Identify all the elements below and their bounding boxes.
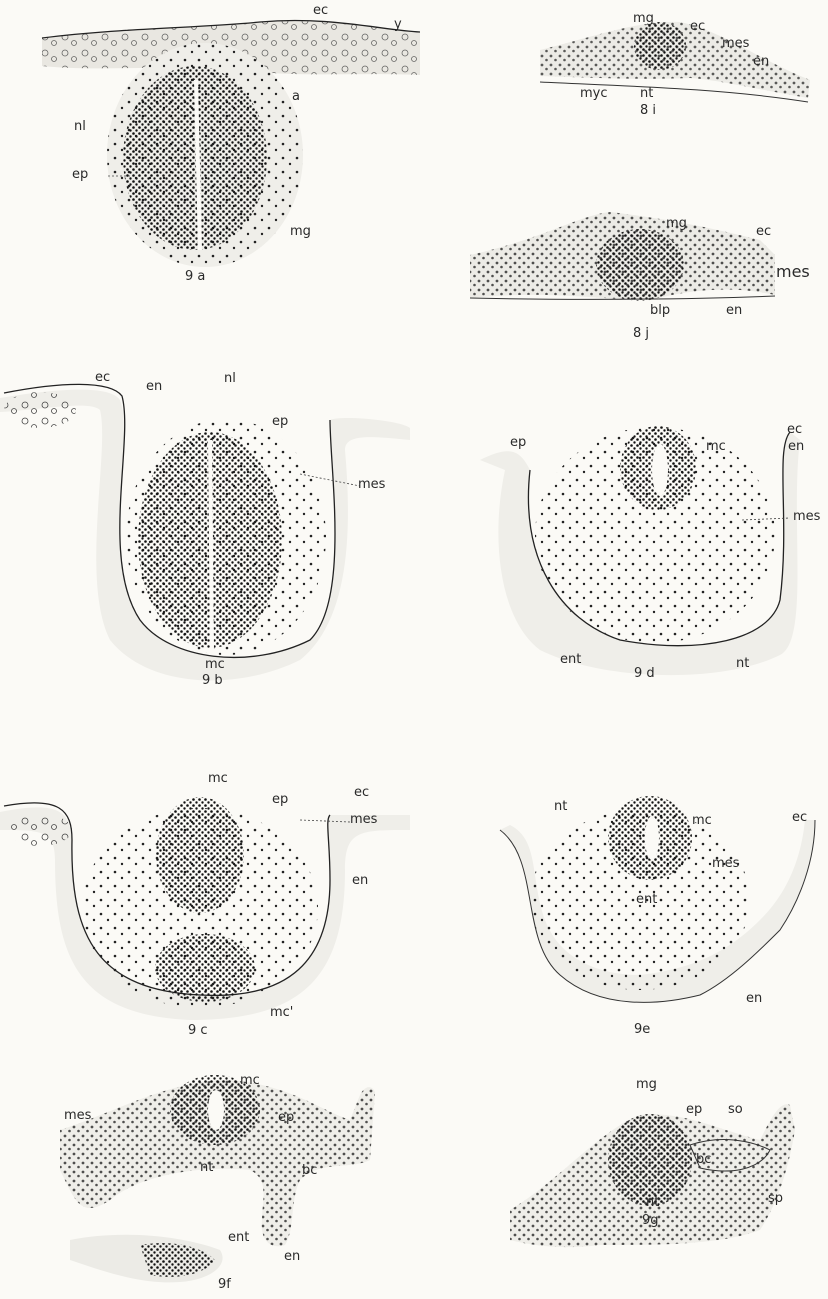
fig-9e-label-mc: mc [692,814,712,827]
fig-9d-caption: 9 d [634,667,655,680]
fig-9a-label-a: a [292,90,300,103]
fig-8j-caption: 8 j [633,327,649,340]
fig-9c-caption: 9 c [188,1024,208,1037]
fig-9a-label-mg: mg [290,225,311,238]
fig-9b-label-nl: nl [224,372,236,385]
fig-9f-label-nt: nt [200,1161,213,1174]
fig-9d-label-ec: ec [787,423,802,436]
fig-9a-label-y: y [394,18,402,31]
fig-9d-drawing [480,426,800,675]
fig-9d-label-ent: ent [560,653,581,666]
fig-9b-label-mc: mc [205,658,225,671]
fig-8i-caption: 8 i [640,104,656,117]
fig-9a-drawing [42,21,420,267]
fig-9d-label-mc: mc [706,440,726,453]
fig-9e-caption: 9e [634,1023,650,1036]
fig-9b-caption: 9 b [202,674,223,687]
fig-9e-label-en: en [746,992,762,1005]
fig-9e-label-nt: nt [554,800,567,813]
fig-8i-label-nt: nt [640,87,653,100]
fig-9c-label-ec: ec [354,786,369,799]
fig-9f-label-ep: ep [278,1111,294,1124]
fig-8j-label-blp: blp [650,304,670,317]
fig-9f-label-mc: mc [240,1074,260,1087]
fig-8i-label-mg: mg [633,12,654,25]
fig-9e-label-mes: mes [712,857,739,870]
fig-9f-label-en: en [284,1250,300,1263]
fig-8i-label-myc: myc [580,87,608,100]
fig-9g-label-bc: bc [696,1153,711,1166]
fig-9f-drawing [60,1075,375,1282]
fig-9c-label-mc-prime: mc' [270,1006,293,1019]
fig-9c-label-mes: mes [350,813,377,826]
fig-9c-label-en: en [352,874,368,887]
fig-9g-label-nt: nt [646,1196,659,1209]
fig-9a-label-ec: ec [313,4,328,17]
fig-9c-drawing [0,797,410,1020]
fig-9d-label-ep: ep [510,436,526,449]
fig-9a-label-nl: nl [74,120,86,133]
fig-8i-label-mes: mes [722,37,749,50]
fig-8j-label-mes: mes [776,264,810,280]
fig-9b-label-ec: ec [95,371,110,384]
fig-8i-label-en: en [753,55,769,68]
fig-9f-label-mes: mes [64,1109,91,1122]
fig-9b-label-en: en [146,380,162,393]
fig-9a-caption: 9 a [185,270,205,283]
fig-9e-drawing [500,796,815,1002]
fig-9g-label-sp: sp [768,1192,783,1205]
fig-9g-label-so: so [728,1103,743,1116]
fig-8j-label-mg: mg [666,217,687,230]
fig-9b-drawing [0,384,410,680]
fig-9g-label-mg: mg [636,1078,657,1091]
fig-8j-drawing [470,212,775,301]
fig-9b-label-ep: ep [272,415,288,428]
fig-9f-label-ent: ent [228,1231,249,1244]
fig-9c-label-ep: ep [272,793,288,806]
fig-9d-label-en: en [788,440,804,453]
fig-9e-label-ec: ec [792,811,807,824]
fig-8j-label-en: en [726,304,742,317]
fig-9g-label-ep: ep [686,1103,702,1116]
fig-8j-label-ec: ec [756,225,771,238]
fig-9e-label-ent: ent [636,893,657,906]
fig-8i-label-ec: ec [690,20,705,33]
fig-9b-label-mes: mes [358,478,385,491]
fig-9g-caption: 9g [642,1214,659,1227]
fig-9f-label-bc: bc [302,1164,317,1177]
fig-9c-label-mc: mc [208,772,228,785]
fig-9d-label-mes: mes [793,510,820,523]
fig-9d-label-nt: nt [736,657,749,670]
fig-9a-label-ep: ep [72,168,88,181]
fig-9f-caption: 9f [218,1278,231,1291]
